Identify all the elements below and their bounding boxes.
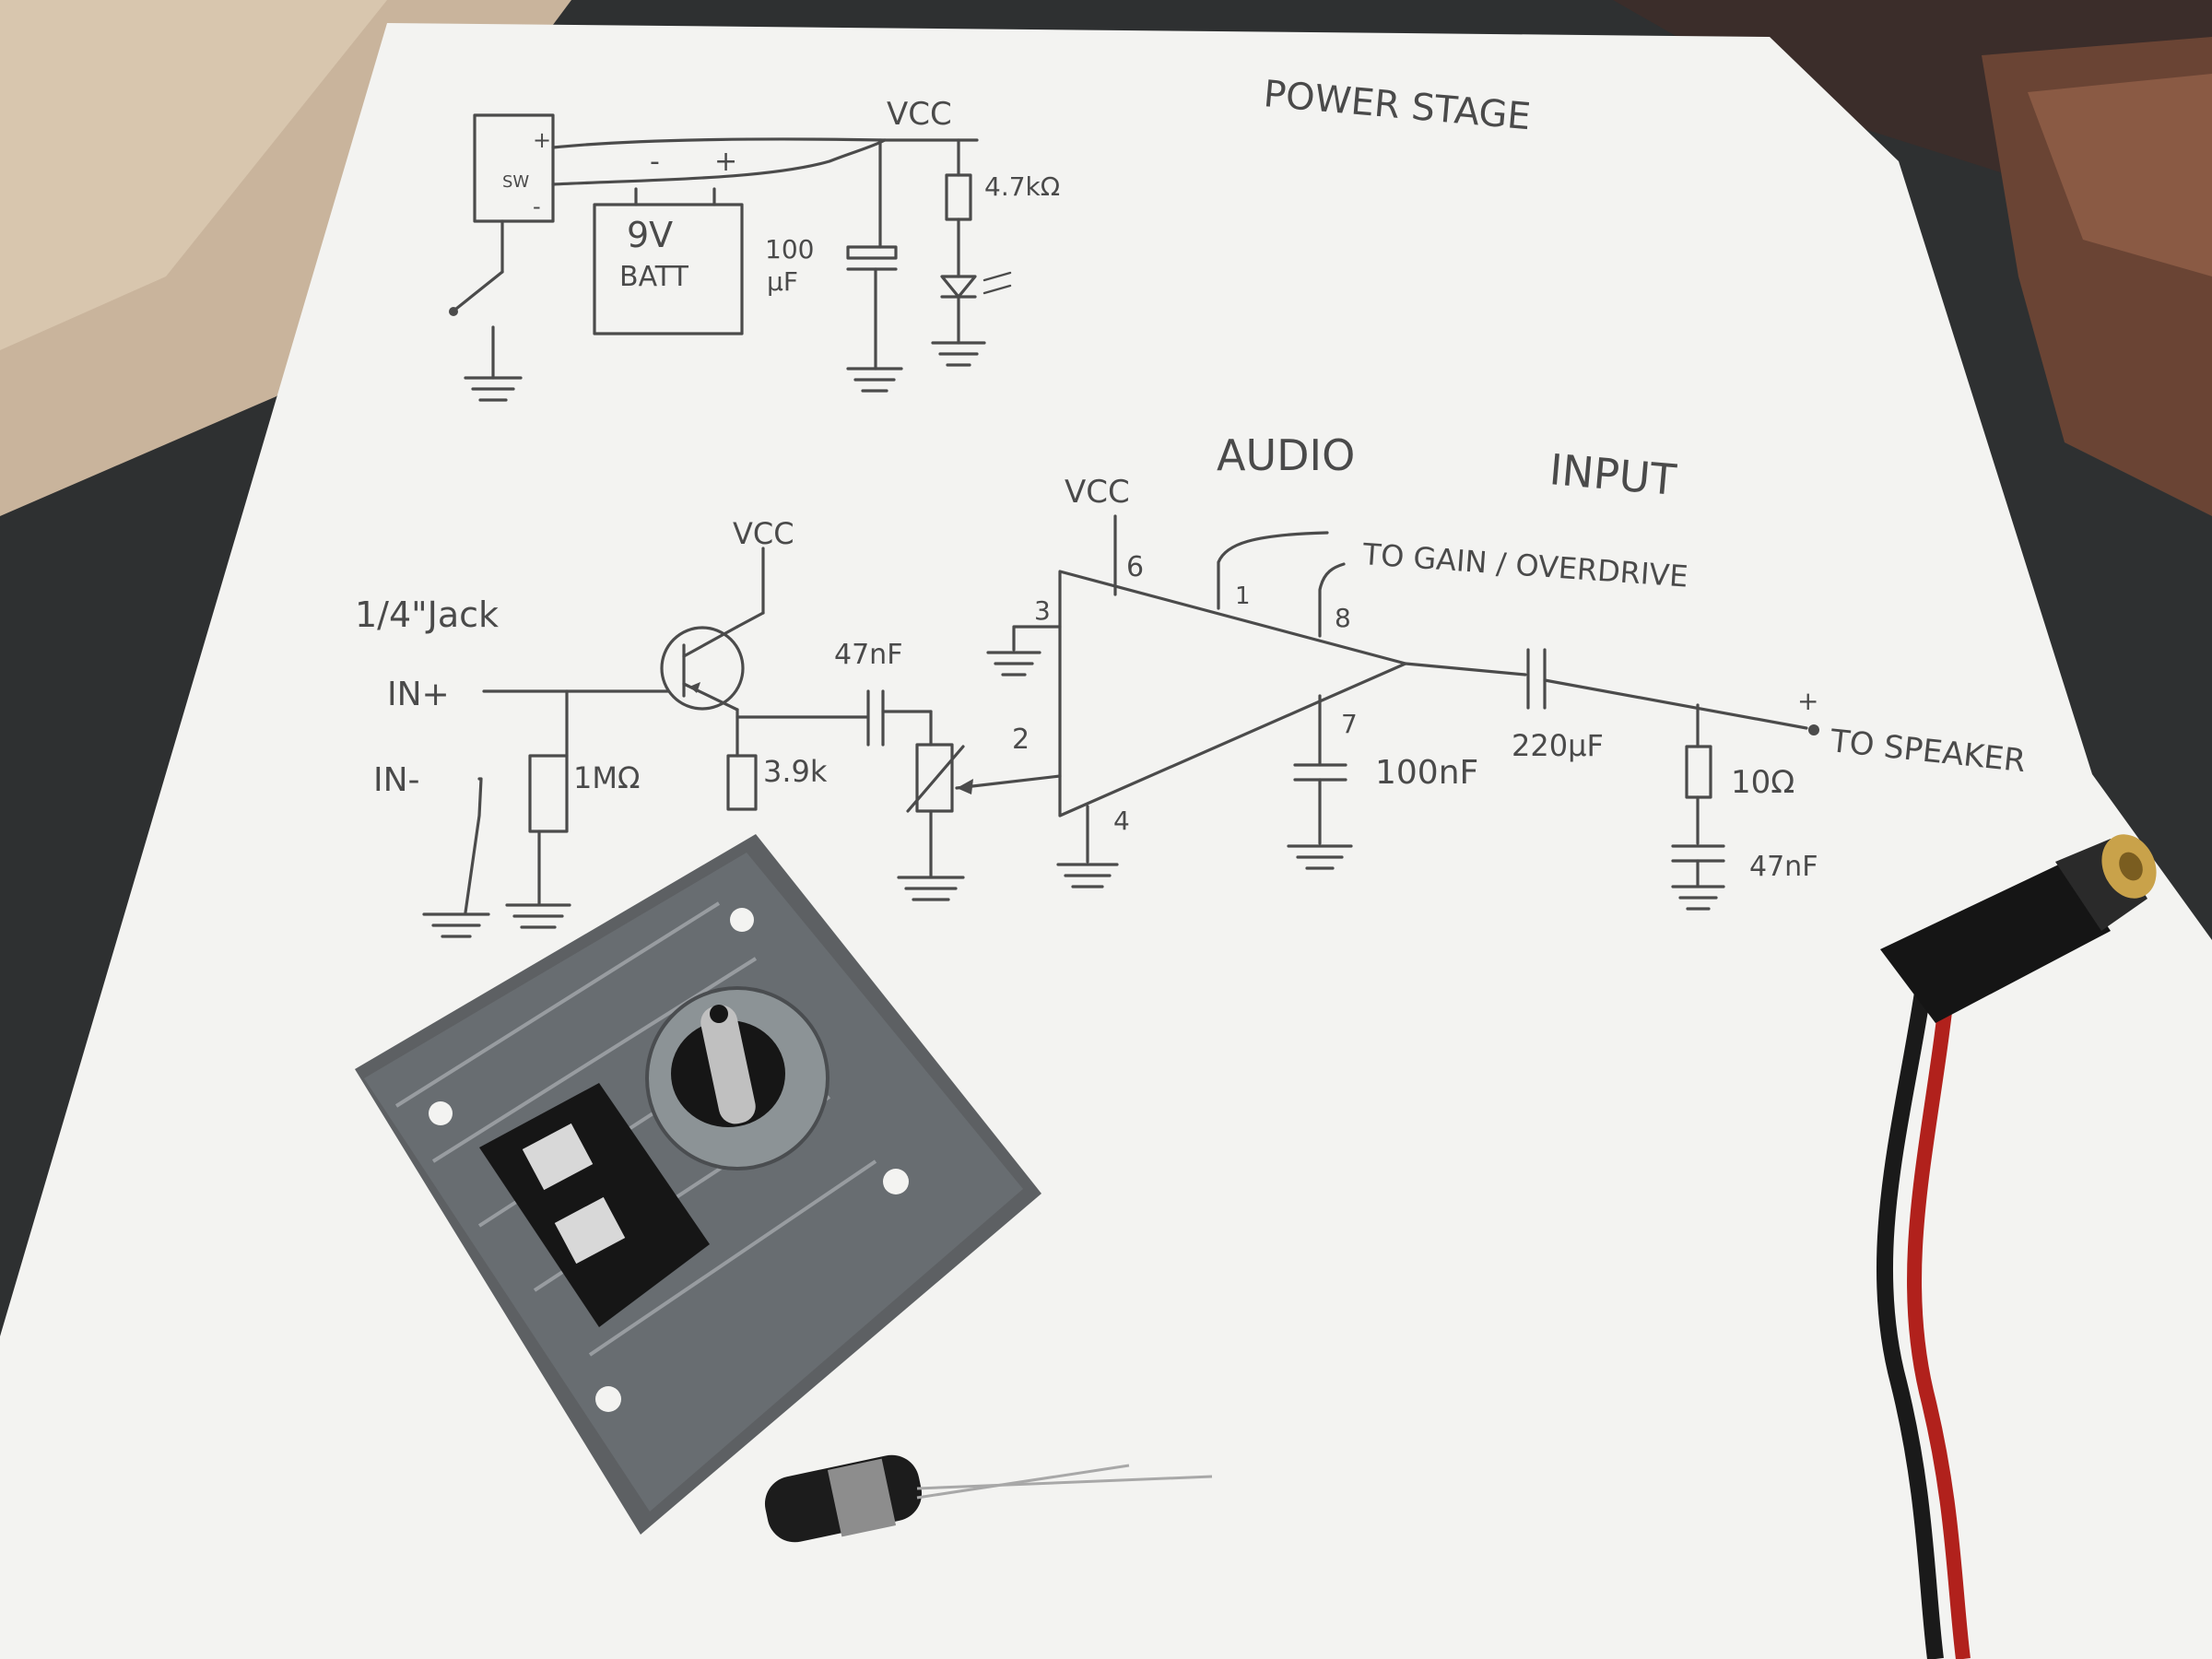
wood-floor-highlight — [0, 0, 387, 350]
vcc-transistor-label: VCC — [733, 516, 794, 551]
in-minus-label: IN- — [373, 761, 420, 799]
switch-minus-label: - — [533, 194, 541, 219]
plate-hole-top — [730, 908, 754, 932]
capacitor-100nf-label: 100nF — [1375, 754, 1478, 792]
solder-lug — [700, 1005, 756, 1124]
switch-plus-label: + — [533, 127, 551, 153]
resistor-1m-symbol — [528, 754, 569, 833]
transistor-symbol — [660, 626, 745, 711]
led-symbol — [940, 275, 977, 299]
battery-minus-label: - — [650, 146, 660, 178]
capacitor-47nf-label: 47nF — [834, 639, 902, 671]
plate-hole-left — [429, 1101, 453, 1125]
vcc-power-label: VCC — [887, 96, 952, 133]
jack-label: 1/4"Jack — [355, 594, 499, 635]
battery-plus-label: + — [714, 146, 737, 178]
battery-voltage-label: 9V — [627, 215, 673, 255]
audio-title-right: INPUT — [1547, 444, 1679, 505]
resistor-1m-label: 1MΩ — [573, 760, 640, 795]
resistor-10ohm-label: 10Ω — [1731, 764, 1794, 801]
pin-7-label: 7 — [1341, 709, 1358, 739]
switch-block — [473, 113, 555, 223]
battery-symbol — [593, 203, 744, 335]
chair-fabric-highlight — [2028, 74, 2212, 276]
plate-hole-right — [883, 1169, 909, 1194]
cable-black — [1876, 966, 1944, 1659]
dc-plug-icon — [1876, 834, 2157, 1659]
pin-8-label: 8 — [1335, 603, 1351, 633]
pin-2-label: 2 — [1012, 724, 1030, 756]
capacitor-lead — [916, 1475, 1213, 1490]
resistor-3k9-symbol — [726, 754, 758, 811]
potentiometer-symbol — [915, 743, 954, 813]
capacitor-220uf-label: 220µF — [1512, 728, 1604, 763]
capacitor-100-label: 100 — [765, 234, 814, 265]
capacitor-100uf-symbol — [846, 245, 898, 260]
in-plus-label: IN+ — [387, 676, 450, 713]
opamp-symbol — [1058, 570, 1407, 818]
pin-6-label: 6 — [1126, 551, 1144, 583]
pin-1-label: 1 — [1235, 582, 1251, 610]
capacitor-icon — [764, 1454, 1213, 1543]
battery-batt-label: BATT — [619, 261, 689, 293]
switch-sw-label: SW — [502, 172, 529, 192]
jack-socket-icon — [355, 834, 1041, 1535]
speaker-plus-label: + — [1797, 686, 1818, 716]
resistor-4k7-label: 4.7kΩ — [984, 171, 1060, 202]
pin-3-label: 3 — [1034, 595, 1051, 626]
paper-sheet — [0, 23, 2212, 1659]
cable-red — [1906, 967, 1971, 1659]
resistor-3k9-label: 3.9k — [763, 754, 828, 789]
plate-hole-bottom — [595, 1386, 621, 1412]
audio-title-left: AUDIO — [1217, 430, 1355, 480]
plug-body — [1880, 862, 2111, 1023]
capacitor-47nf-zobel-label: 47nF — [1749, 851, 1818, 883]
power-stage: POWER STAGE + SW - - + 9V BATT VCC 100 µ… — [449, 73, 1533, 402]
vcc-opamp-label: VCC — [1065, 474, 1130, 511]
pin-4-label: 4 — [1113, 806, 1130, 836]
capacitor-uf-label: µF — [767, 266, 798, 297]
